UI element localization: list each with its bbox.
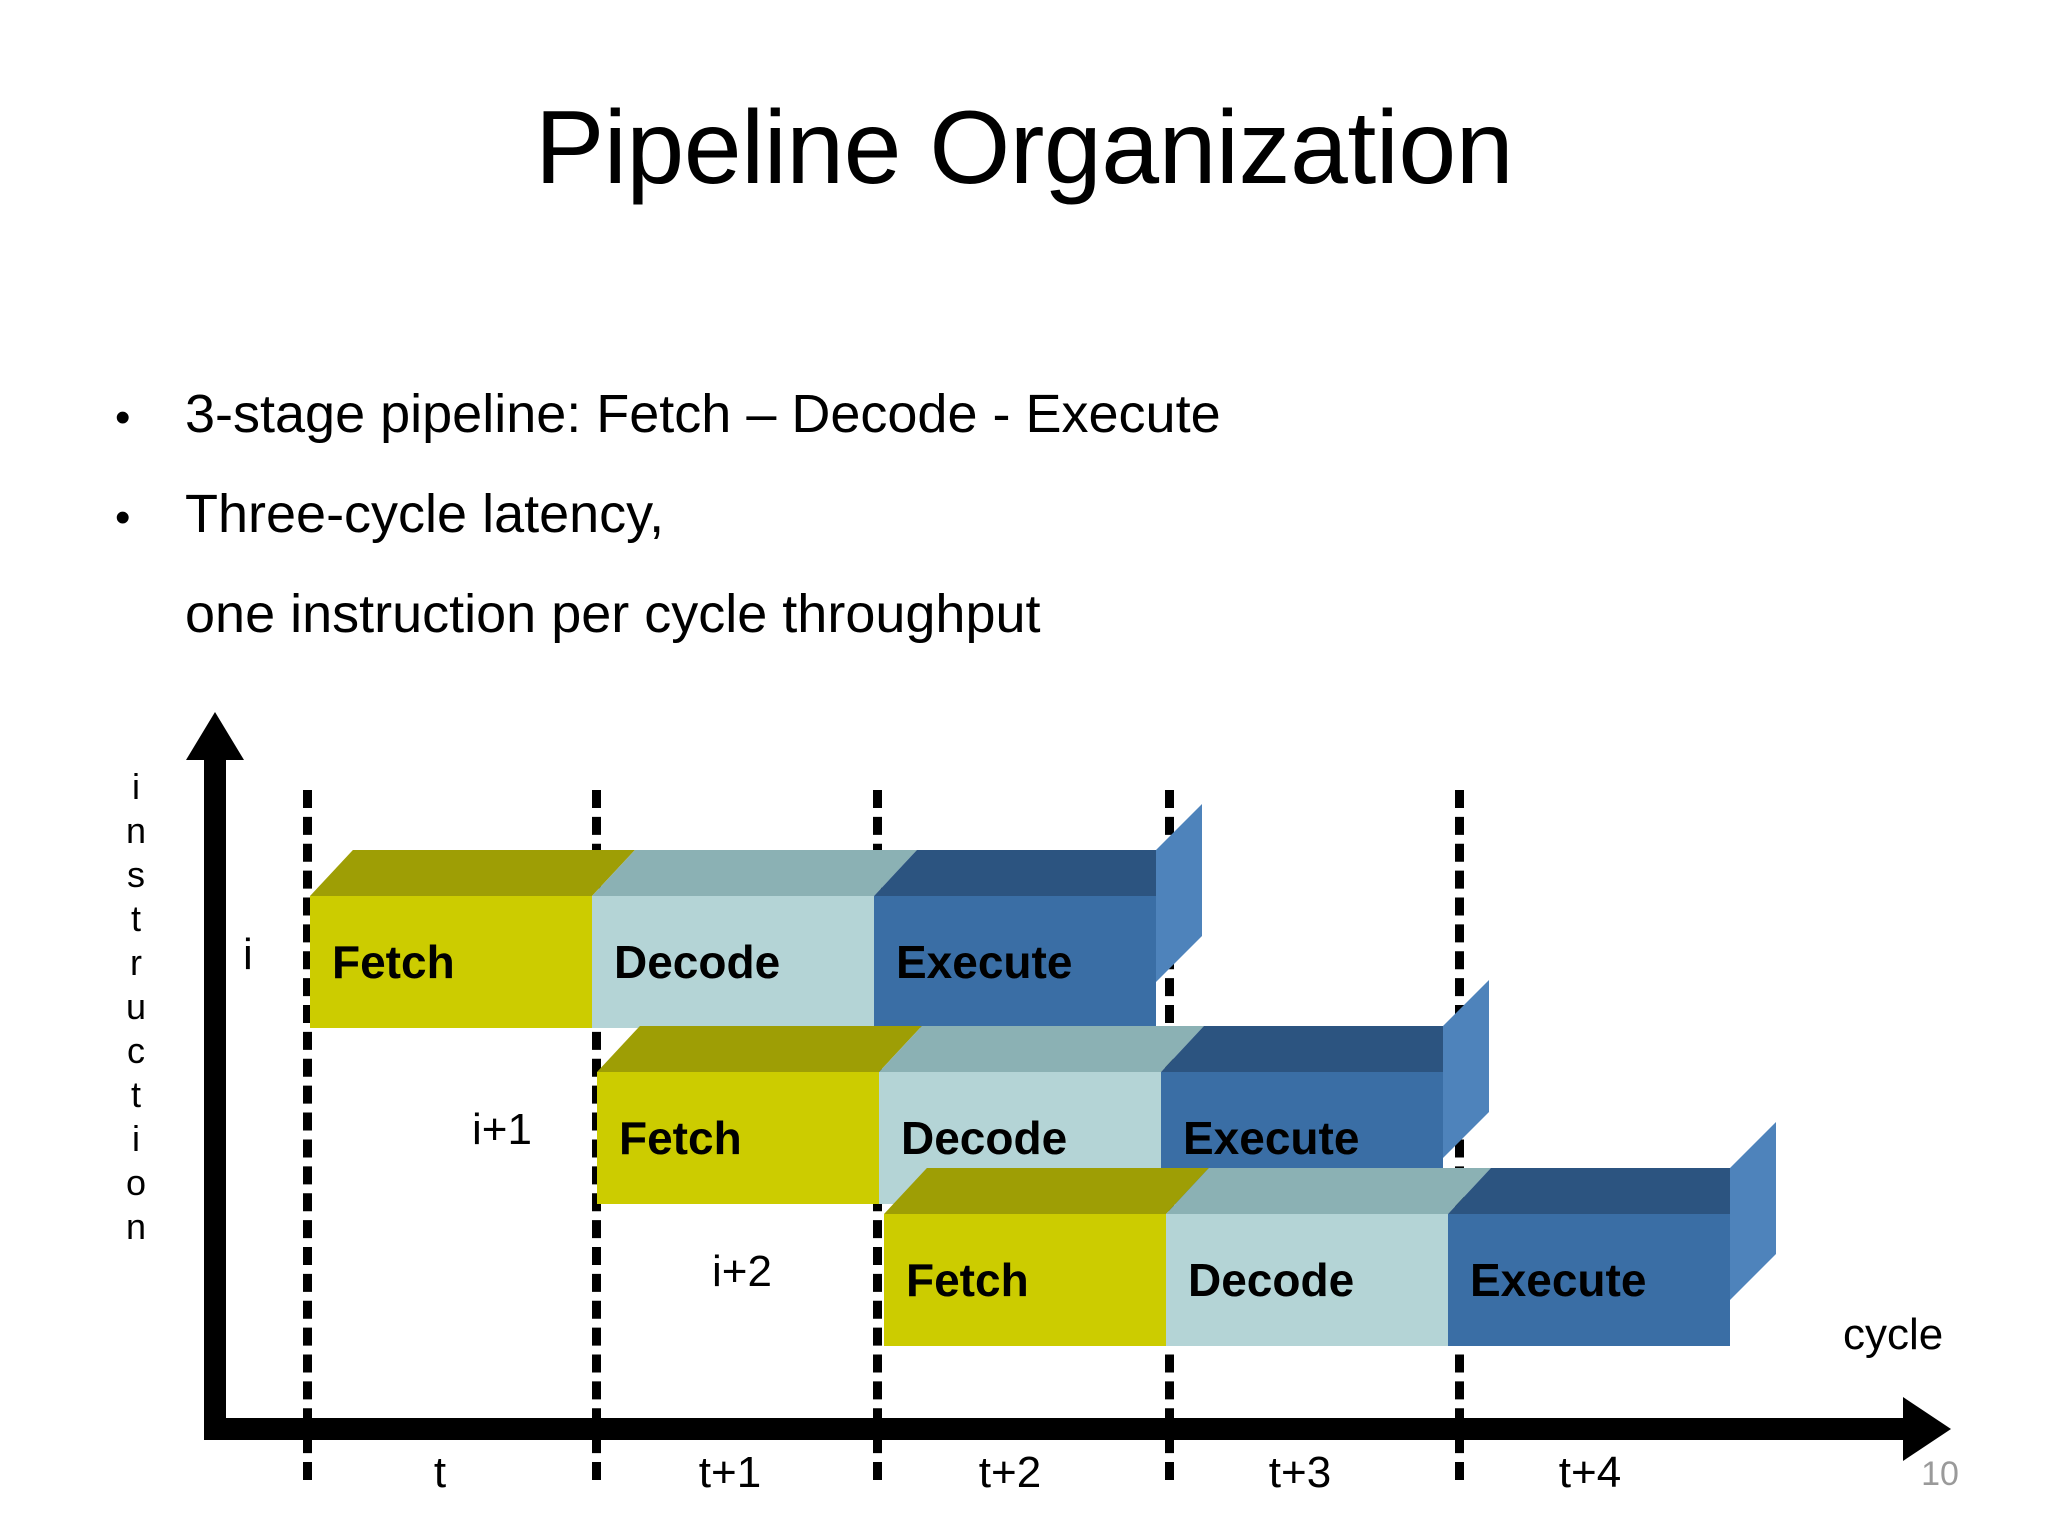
stage-top-face <box>874 850 1199 896</box>
row-label-i2: i+2 <box>712 1247 772 1296</box>
stage-top-face <box>884 1168 1209 1214</box>
y-axis-letter: t <box>130 898 141 939</box>
stage-block-fetch[interactable]: Fetch <box>884 1168 1209 1346</box>
stage-label-execute: Execute <box>1448 1214 1730 1346</box>
x-tick-t1: t+1 <box>698 1448 762 1497</box>
bullet-item-1: • 3-stage pipeline: Fetch – Decode - Exe… <box>115 384 1221 444</box>
stage-top-face <box>597 1026 922 1072</box>
bullet-glyph-icon: • <box>115 393 131 442</box>
stage-label-fetch: Fetch <box>884 1214 1166 1346</box>
bullet-text-2: Three-cycle latency, <box>185 484 665 544</box>
y-axis-arrowhead-icon <box>186 712 244 760</box>
stage-top-face <box>1448 1168 1773 1214</box>
page-title: Pipeline Organization <box>534 90 1514 206</box>
bullet-item-2: • Three-cycle latency, <box>115 484 665 544</box>
x-axis-arrowhead-icon <box>1903 1397 1951 1461</box>
stage-side-face <box>1443 980 1489 1158</box>
stage-label-decode: Decode <box>592 896 874 1028</box>
y-axis-letter: i <box>132 766 140 807</box>
gridline-t <box>303 790 312 1480</box>
stage-top-face <box>1161 1026 1486 1072</box>
stage-label-fetch: Fetch <box>597 1072 879 1204</box>
y-axis-letter: n <box>125 810 147 851</box>
slide-number: 10 <box>1921 1455 1959 1493</box>
x-tick-t4: t+4 <box>1558 1448 1622 1497</box>
stage-block-execute[interactable]: Execute <box>1448 1122 1776 1346</box>
bullet-glyph-icon: • <box>115 493 131 542</box>
y-axis-letter: s <box>127 854 145 895</box>
row-label-i: i <box>243 930 253 979</box>
stage-block-execute[interactable]: Execute <box>874 804 1202 1028</box>
y-axis-letter: r <box>130 942 142 983</box>
stage-label-decode: Decode <box>1166 1214 1448 1346</box>
stage-top-face <box>310 850 635 896</box>
stage-top-face <box>879 1026 1204 1072</box>
stage-label-fetch: Fetch <box>310 896 592 1028</box>
y-axis-letter: i <box>132 1118 140 1159</box>
x-axis-line <box>204 1418 1908 1440</box>
x-axis-caption: cycle <box>1843 1310 1944 1359</box>
stage-block-decode[interactable]: Decode <box>592 850 917 1028</box>
y-axis-letter: t <box>130 1074 141 1115</box>
y-axis-label: i n s t r u c t i o n <box>116 765 156 1249</box>
stage-side-face <box>1156 804 1202 982</box>
bullet-text-1: 3-stage pipeline: Fetch – Decode - Execu… <box>185 384 1221 444</box>
stage-block-fetch[interactable]: Fetch <box>597 1026 922 1204</box>
stage-top-face <box>1166 1168 1491 1214</box>
bullet-text-3: one instruction per cycle throughput <box>185 584 1041 644</box>
stage-top-face <box>592 850 917 896</box>
x-tick-t2: t+2 <box>978 1448 1042 1497</box>
stage-block-fetch[interactable]: Fetch <box>310 850 635 1028</box>
y-axis-letter: o <box>125 1162 147 1203</box>
y-axis-letter: n <box>125 1206 147 1247</box>
y-axis-letter: c <box>127 1030 145 1071</box>
bullet-item-3: one instruction per cycle throughput <box>115 584 1041 644</box>
x-tick-t: t <box>433 1448 447 1497</box>
gridline-t1 <box>592 790 601 1480</box>
row-label-i1: i+1 <box>472 1105 532 1154</box>
y-axis-line <box>204 750 226 1440</box>
stage-block-decode[interactable]: Decode <box>1166 1168 1491 1346</box>
stage-side-face <box>1730 1122 1776 1300</box>
x-tick-t3: t+3 <box>1268 1448 1332 1497</box>
y-axis-letter: u <box>125 986 147 1027</box>
stage-label-execute: Execute <box>874 896 1156 1028</box>
